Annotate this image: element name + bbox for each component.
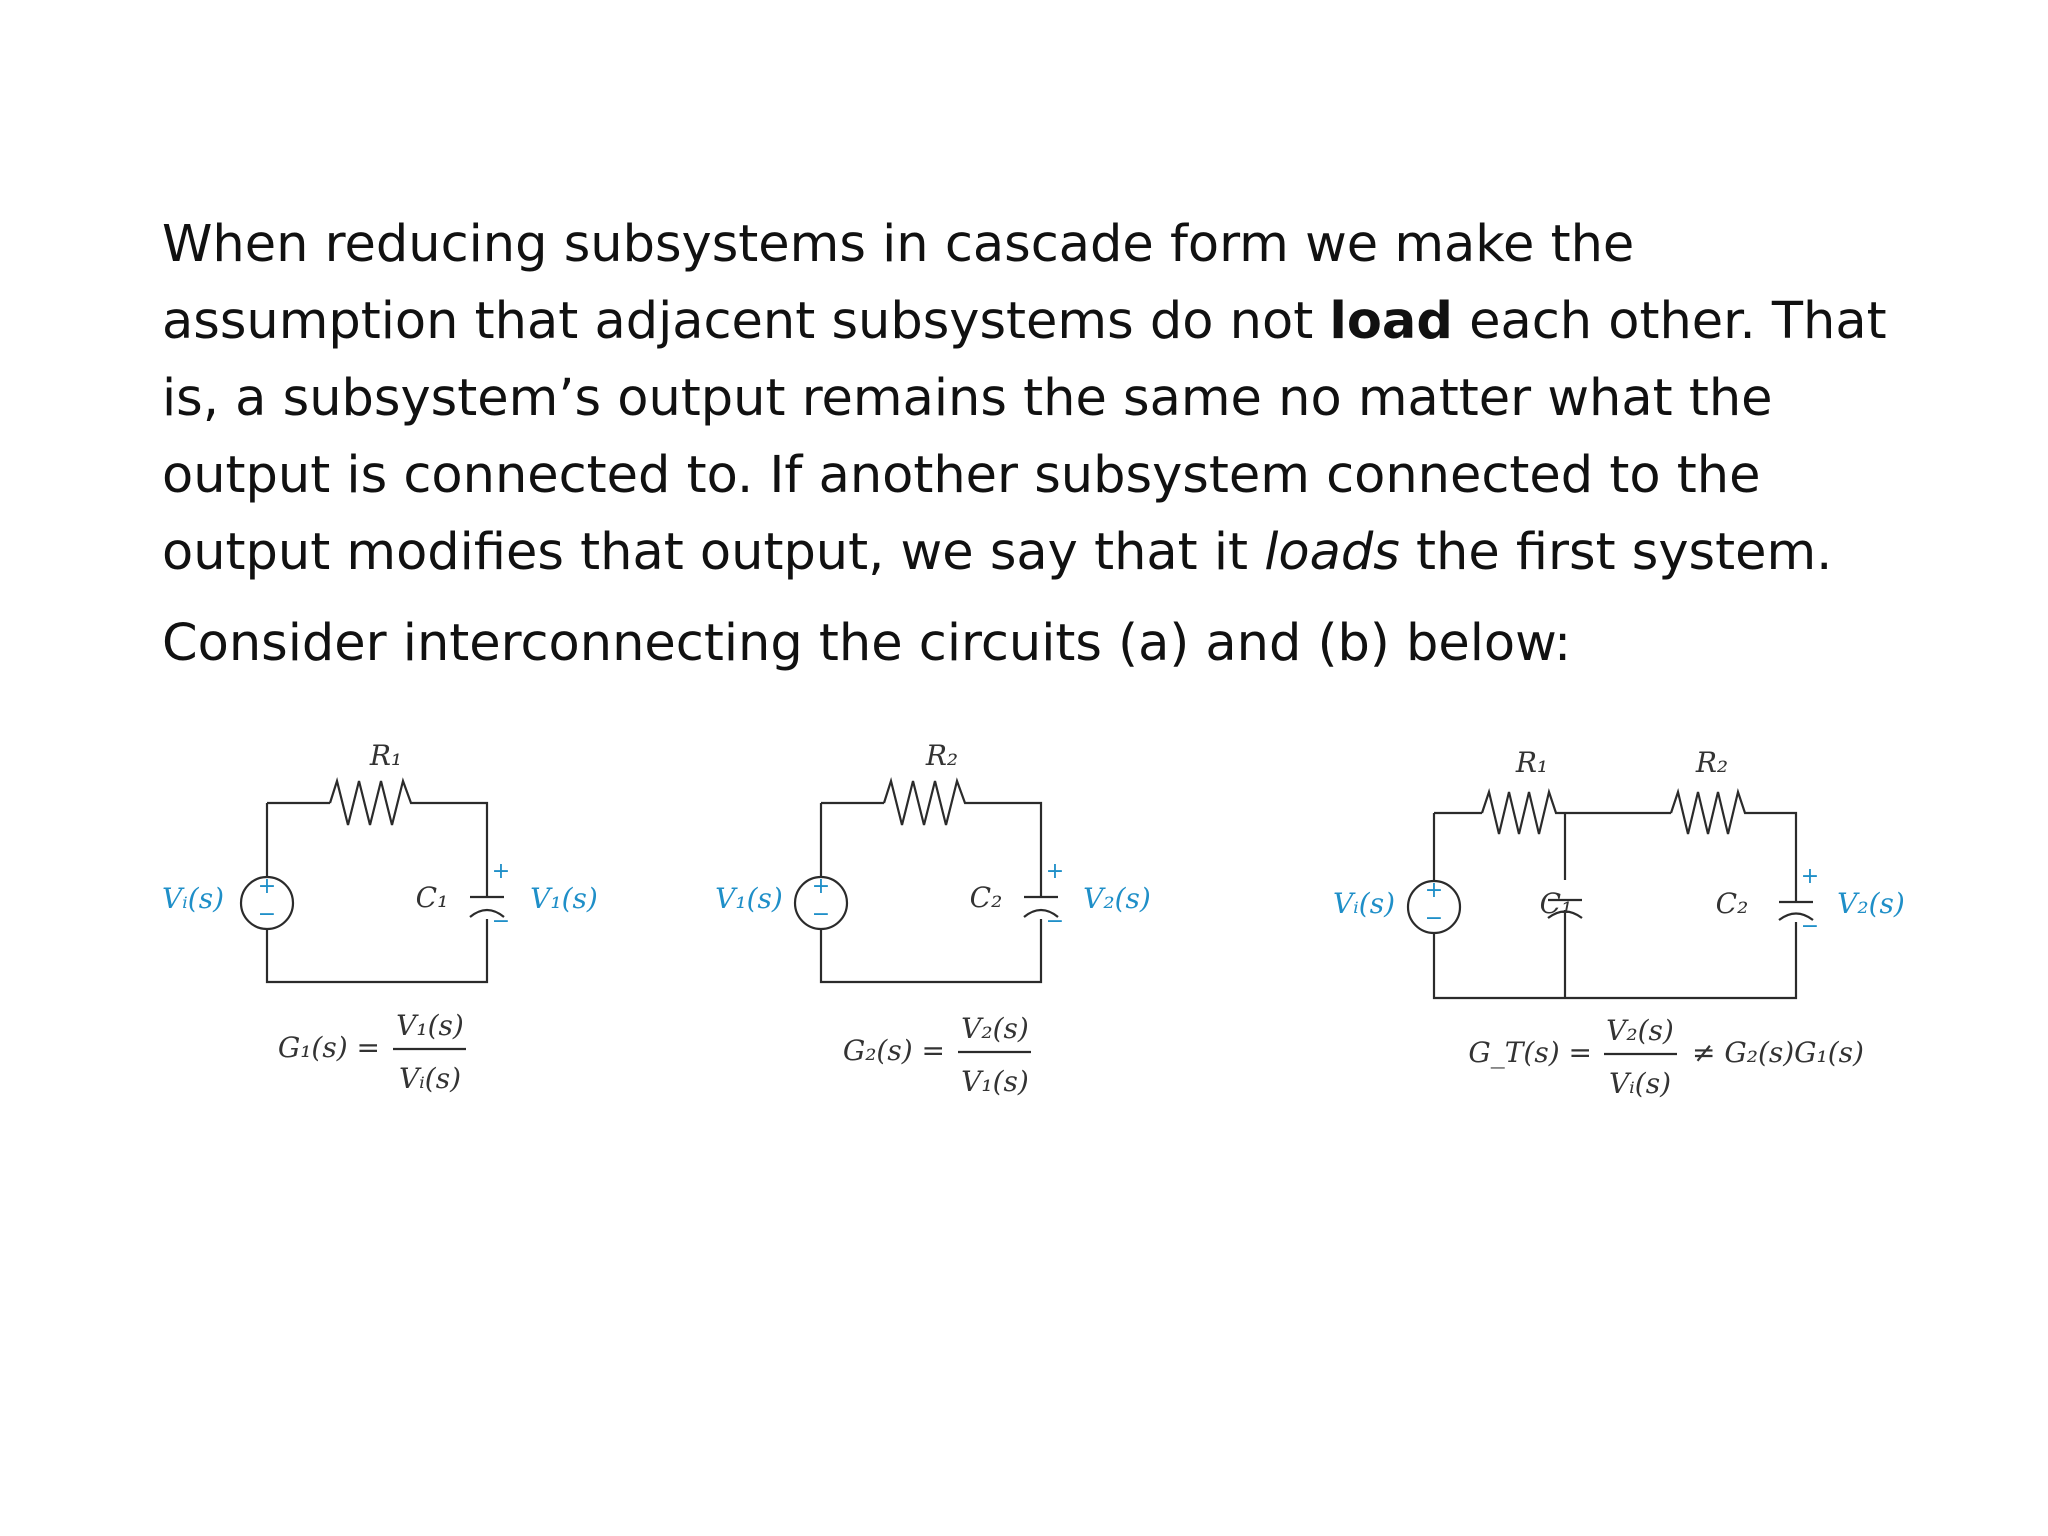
label-c2: C₂ — [1716, 887, 1749, 920]
label-output-v2: V₂(s) — [1837, 887, 1905, 920]
label-input-v1: V₁(s) — [715, 882, 783, 915]
voltage-source-v1 — [793, 875, 849, 931]
output-minus-sign: − — [1046, 909, 1064, 934]
capacitor-c2-plate-bottom — [1023, 908, 1059, 918]
equation-g2-numerator: V₂(s) — [961, 1012, 1029, 1045]
bold-term-load: load — [1329, 292, 1453, 351]
circuit-combined-wires — [1432, 811, 1798, 1000]
label-output-v2: V₂(s) — [1083, 882, 1151, 915]
label-c2: C₂ — [970, 881, 1003, 914]
label-r1: R₁ — [369, 739, 402, 772]
equation-g2-lhs: G₂(s) = — [843, 1034, 945, 1067]
label-r2: R₂ — [925, 739, 958, 772]
circuit-a-wires — [265, 801, 489, 984]
paragraph-consider: Consider interconnecting the circuits (a… — [162, 614, 1572, 673]
output-plus-sign: + — [1046, 859, 1064, 884]
voltage-source-vi — [1406, 879, 1462, 935]
source-minus-sign: − — [258, 902, 276, 927]
source-minus-sign: − — [812, 902, 830, 927]
equation-g2-denominator: V₁(s) — [961, 1065, 1029, 1098]
equation-gt-denominator: Vᵢ(s) — [1609, 1067, 1671, 1100]
voltage-source-vi — [239, 875, 295, 931]
label-c1: C₁ — [416, 881, 449, 914]
source-plus-sign: + — [258, 874, 276, 899]
output-plus-sign: + — [1801, 864, 1819, 889]
label-c1: C₁ — [1540, 887, 1573, 920]
equation-g1-lhs: G₁(s) = — [278, 1031, 380, 1064]
output-plus-sign: + — [492, 859, 510, 884]
equation-gt-not-equal-product: ≠ G₂(s)G₁(s) — [1692, 1036, 1864, 1069]
output-minus-sign: − — [1801, 914, 1819, 939]
italic-term-loads: loads — [1264, 523, 1400, 582]
circuit-a: + − + − R₁ C₁ Vᵢ(s) V₁(s) G₁(s) = V₁(s) … — [162, 739, 598, 1095]
resistor-r1 — [1480, 787, 1614, 835]
equation-gt-lhs: G_T(s) = — [1468, 1036, 1592, 1069]
circuit-b: + − + − R₂ C₂ V₁(s) V₂(s) G₂(s) = V₂(s) … — [715, 739, 1151, 1098]
capacitor-c1-plate-bottom — [1547, 910, 1583, 919]
equation-gt-numerator: V₂(s) — [1606, 1014, 1674, 1047]
label-output-v1: V₁(s) — [530, 882, 598, 915]
equation-g1-denominator: Vᵢ(s) — [399, 1062, 461, 1095]
output-minus-sign: − — [492, 909, 510, 934]
resistor-r2 — [882, 776, 972, 826]
label-r1: R₁ — [1515, 746, 1548, 779]
resistor-r1 — [328, 776, 418, 826]
slide-body: When reducing subsystems in cascade form… — [162, 206, 1922, 682]
resistor-r2 — [1669, 787, 1755, 835]
capacitor-c2-plate-bottom — [1778, 912, 1814, 921]
paragraph-loading: When reducing subsystems in cascade form… — [162, 206, 1922, 591]
text-run: each other. That is, a subsystem’s outpu… — [162, 292, 1887, 582]
circuit-b-wires — [819, 801, 1043, 984]
source-plus-sign: + — [1425, 878, 1443, 903]
label-input-vi: Vᵢ(s) — [1333, 887, 1395, 920]
circuit-combined: + − + − R₁ R₂ C₁ C₂ Vᵢ(s) V₂(s) G_T(s) =… — [1333, 746, 1905, 1100]
equation-g1-numerator: V₁(s) — [396, 1009, 464, 1042]
text-run: When reducing subsystems in cascade form… — [162, 215, 1635, 351]
source-minus-sign: − — [1425, 906, 1443, 931]
source-plus-sign: + — [812, 874, 830, 899]
text-run: the first system. — [1399, 523, 1833, 582]
label-r2: R₂ — [1695, 746, 1728, 779]
label-input-vi: Vᵢ(s) — [162, 882, 224, 915]
capacitor-c1-plate-bottom — [469, 908, 505, 918]
